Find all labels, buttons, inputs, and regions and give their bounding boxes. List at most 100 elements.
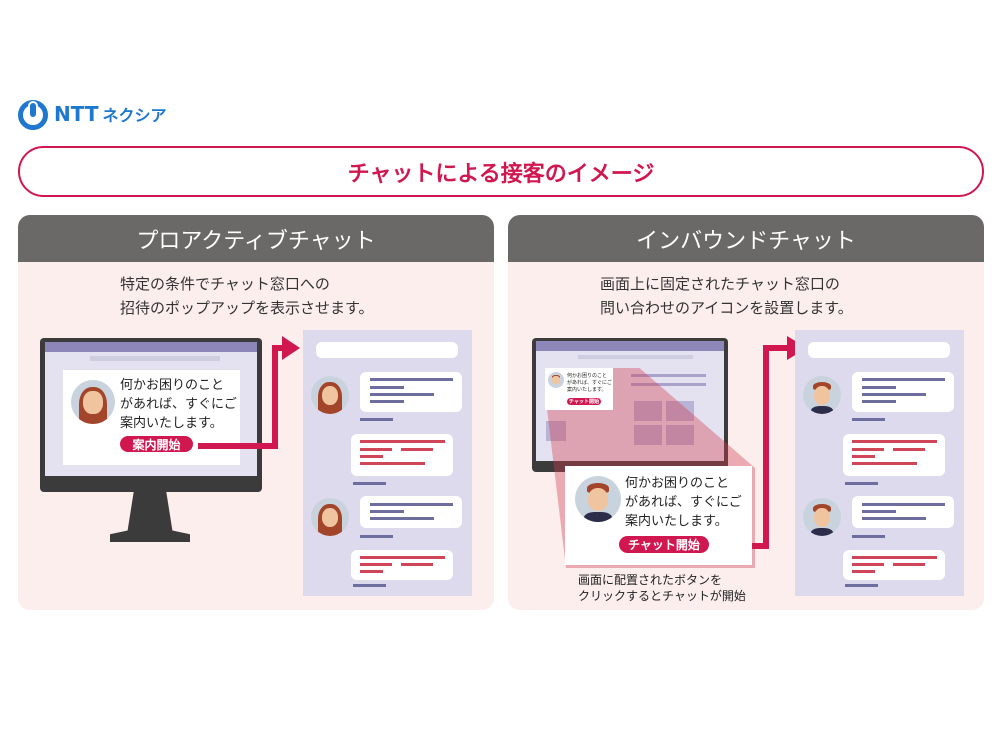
logo-brand: NTT	[54, 102, 99, 126]
mini-chat-start-button[interactable]: チャット開始	[567, 398, 601, 405]
operator-avatar-icon	[311, 498, 349, 536]
decoration: 画面に配置されたボタンを	[578, 573, 723, 587]
decoration	[852, 455, 875, 458]
decoration	[852, 570, 875, 573]
decoration	[852, 440, 937, 443]
decoration	[852, 372, 954, 412]
decoration	[810, 405, 834, 414]
decoration	[852, 563, 884, 566]
panel-heading: インバウンドチャット	[508, 215, 984, 262]
arrow-line	[272, 345, 278, 449]
decoration	[370, 517, 434, 520]
desc-line: 問い合わせのアイコンを設置します。	[600, 299, 853, 317]
decoration	[370, 393, 434, 396]
decoration	[272, 345, 284, 351]
decoration	[370, 400, 404, 403]
decoration	[587, 487, 609, 512]
decoration	[370, 510, 404, 513]
decoration	[370, 378, 453, 381]
desc-line: 招待のポップアップを表示させます。	[120, 299, 374, 317]
decoration: 何かお困りのこと	[567, 373, 608, 379]
decoration	[321, 385, 339, 406]
decoration: があれば、すぐにご	[120, 397, 237, 412]
decoration	[862, 517, 926, 520]
decoration: 何かお困りのことがあれば、すぐにご案内いたします。	[567, 373, 612, 394]
decoration	[852, 462, 917, 465]
decoration	[536, 341, 724, 351]
decoration	[862, 503, 945, 506]
decoration	[360, 448, 392, 451]
decoration	[370, 503, 453, 506]
user-message	[351, 550, 453, 580]
decoration	[360, 462, 425, 465]
decoration	[813, 385, 831, 406]
decoration	[845, 482, 878, 485]
caption: 画面に配置されたボタンをクリックするとチャットが開始	[578, 572, 746, 604]
decoration	[360, 570, 383, 573]
decoration	[852, 496, 954, 528]
address-bar	[90, 356, 220, 361]
decoration	[845, 584, 878, 587]
desc-line: 特定の条件でチャット窓口への	[120, 275, 330, 293]
decoration	[862, 393, 926, 396]
decoration: があれば、すぐにご	[625, 495, 742, 510]
decoration	[401, 448, 433, 451]
decoration	[862, 378, 945, 381]
decoration	[763, 345, 793, 351]
decoration	[353, 482, 386, 485]
popup-message: 何かお困りのことがあれば、すぐにご案内いたします。	[625, 474, 742, 531]
decoration	[321, 507, 339, 528]
operator-avatar-icon	[575, 476, 621, 522]
operator-avatar-icon	[803, 376, 841, 414]
decoration	[360, 535, 393, 538]
decoration	[852, 556, 937, 559]
decoration	[852, 535, 885, 538]
decoration	[893, 563, 925, 566]
page-title: チャットによる接客のイメージ	[18, 146, 984, 197]
chat-invite-popup: 何かお困りのことがあれば、すぐにご案内いたします。 案内開始	[63, 370, 240, 465]
operator-avatar-icon	[311, 376, 349, 414]
decoration	[813, 507, 831, 528]
arrow-head-icon	[282, 336, 300, 360]
decoration: 案内いたします。	[625, 514, 728, 529]
decoration	[808, 342, 950, 358]
decoration	[360, 563, 392, 566]
decoration: 何かお困りのこと	[625, 476, 730, 491]
decoration	[360, 440, 445, 443]
ntt-logo-icon	[18, 100, 48, 130]
logo-sub: ネクシア	[102, 106, 167, 125]
decoration	[631, 374, 706, 377]
panel-description: 特定の条件でチャット窓口への 招待のポップアップを表示させます。	[120, 272, 374, 320]
browser-titlebar	[45, 342, 257, 352]
chat-start-button[interactable]: チャット開始	[619, 536, 709, 553]
decoration: があれば、すぐにご	[567, 380, 612, 386]
popup-message: 何かお困りのことがあれば、すぐにご案内いたします。	[120, 376, 237, 433]
decoration	[360, 556, 445, 559]
decoration	[631, 383, 706, 386]
arrow-line	[752, 543, 769, 549]
operator-avatar-icon	[803, 498, 841, 536]
operator-message	[360, 372, 462, 412]
decoration	[893, 448, 925, 451]
desc-line: 画面上に固定されたチャット窓口の	[600, 275, 840, 293]
arrow-line	[198, 443, 278, 449]
decoration	[548, 372, 564, 388]
decoration	[862, 386, 896, 389]
decoration	[810, 527, 834, 536]
decoration	[578, 355, 693, 359]
decoration: 何かお困りのこと	[120, 378, 225, 393]
chat-window	[303, 330, 472, 596]
start-guide-button[interactable]: 案内開始	[120, 436, 193, 452]
decoration	[83, 391, 103, 414]
decoration	[852, 418, 885, 421]
decoration	[666, 425, 694, 445]
operator-message	[360, 496, 462, 528]
decoration	[862, 510, 896, 513]
decoration: 案内いたします。	[567, 387, 607, 393]
decoration	[862, 400, 896, 403]
chat-window	[795, 330, 964, 596]
decoration	[634, 425, 662, 445]
decoration	[843, 550, 945, 580]
mini-chat-popup: 何かお困りのことがあれば、すぐにご案内いたします。 チャット開始	[545, 368, 613, 410]
